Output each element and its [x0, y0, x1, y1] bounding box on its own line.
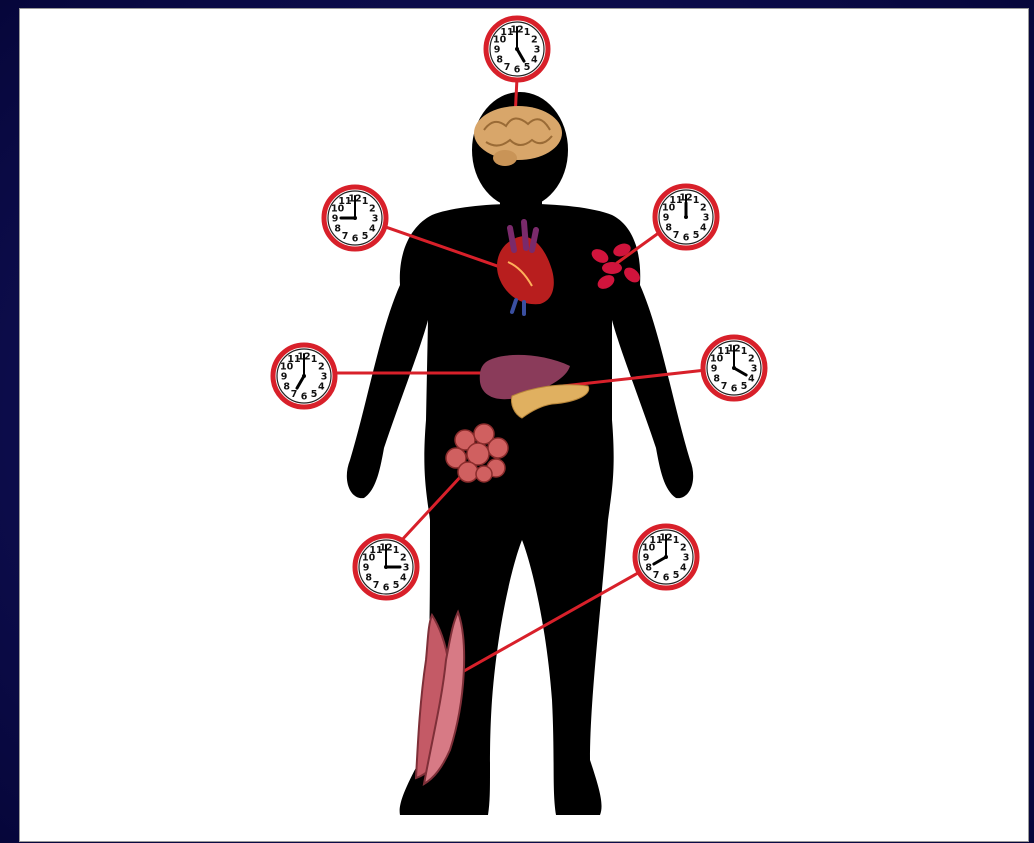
clock-numeral: 11 — [717, 346, 730, 357]
clock-numeral: 11 — [649, 535, 662, 546]
clock-numeral: 11 — [338, 196, 351, 207]
clock-numeral: 1 — [693, 195, 700, 206]
clock-numeral: 9 — [711, 364, 718, 375]
clock-numeral: 8 — [334, 224, 341, 235]
clock-numeral: 1 — [741, 346, 748, 357]
clock-numeral: 6 — [731, 384, 738, 395]
heart-clock-icon: 121234567891011 — [324, 187, 386, 249]
clock-numeral: 6 — [683, 233, 690, 244]
fat-clock-icon: 121234567891011 — [355, 536, 417, 598]
clock-numeral: 11 — [369, 545, 382, 556]
clock-numeral: 8 — [713, 374, 720, 385]
clock-numeral: 4 — [748, 374, 755, 385]
clock-numeral: 7 — [653, 570, 660, 581]
liver-clock-icon: 121234567891011 — [273, 345, 335, 407]
clock-numeral: 9 — [363, 563, 370, 574]
clock-numeral: 6 — [663, 573, 670, 584]
clock-numeral: 9 — [332, 214, 339, 225]
clock-numeral: 5 — [311, 389, 318, 400]
clock-numeral: 5 — [362, 231, 369, 242]
clock-numeral: 1 — [524, 27, 531, 38]
clock-numeral: 9 — [643, 553, 650, 564]
clock-numeral: 7 — [373, 580, 380, 591]
clock-numeral: 5 — [693, 230, 700, 241]
clock-numeral: 9 — [281, 372, 288, 383]
clock-numeral: 8 — [645, 563, 652, 574]
clock-numeral: 5 — [741, 381, 748, 392]
clock-numeral: 4 — [531, 55, 538, 66]
clock-numeral: 1 — [673, 535, 680, 546]
clock-numeral: 11 — [669, 195, 682, 206]
clock-numeral: 9 — [494, 45, 501, 56]
clock-numeral: 6 — [352, 234, 359, 245]
clock-numeral: 8 — [365, 573, 372, 584]
clock-numeral: 4 — [369, 224, 376, 235]
clock-numeral: 11 — [287, 354, 300, 365]
clock-numeral: 5 — [524, 62, 531, 73]
clock-numeral: 7 — [504, 62, 511, 73]
clock-numeral: 4 — [700, 223, 707, 234]
clock-numeral: 6 — [514, 65, 521, 76]
human-silhouette — [347, 92, 693, 815]
clock-numeral: 7 — [721, 381, 728, 392]
clock-numeral: 1 — [311, 354, 318, 365]
clock-numeral: 8 — [496, 55, 503, 66]
clock-numeral: 5 — [673, 570, 680, 581]
brain-clock-icon: 121234567891011 — [486, 18, 548, 80]
blood-clock-icon: 121234567891011 — [655, 186, 717, 248]
clock-numeral: 1 — [362, 196, 369, 207]
clock-numeral: 6 — [301, 392, 308, 403]
muscle-clock-icon: 121234567891011 — [635, 526, 697, 588]
clock-numeral: 4 — [318, 382, 325, 393]
clock-numeral: 7 — [673, 230, 680, 241]
clock-numeral: 11 — [500, 27, 513, 38]
pancreas-clock-icon: 121234567891011 — [703, 337, 765, 399]
clock-numeral: 8 — [283, 382, 290, 393]
clock-numeral: 9 — [663, 213, 670, 224]
clock-numeral: 1 — [393, 545, 400, 556]
clock-numeral: 5 — [393, 580, 400, 591]
clock-numeral: 4 — [400, 573, 407, 584]
clock-numeral: 7 — [342, 231, 349, 242]
clock-numeral: 6 — [383, 583, 390, 594]
clock-numeral: 8 — [665, 223, 672, 234]
clock-numeral: 7 — [291, 389, 298, 400]
clock-numeral: 4 — [680, 563, 687, 574]
